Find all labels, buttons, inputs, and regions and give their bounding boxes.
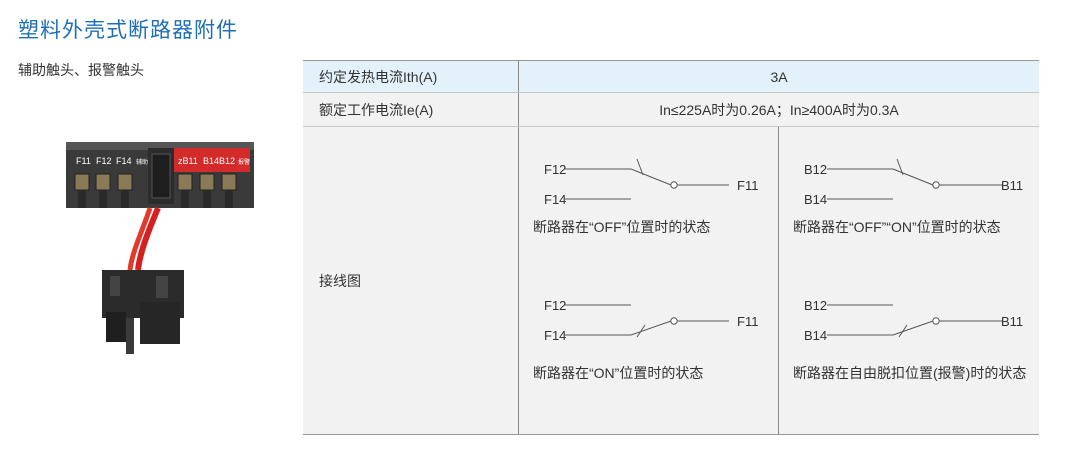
terminal-label: B14	[804, 192, 827, 207]
diagram-caption: 断路器在自由脱扣位置(报警)时的状态	[793, 365, 1027, 381]
terminal-label-aux: 辅助	[136, 158, 148, 166]
row-label: 接线图	[303, 126, 519, 435]
product-image: F11 F12 F14 辅助 zB11 B14 B12 报警	[66, 142, 254, 354]
diagram-caption: 断路器在“OFF”“ON”位置时的状态	[793, 219, 1001, 235]
table-row: 约定发热电流Ith(A) 3A	[303, 60, 1039, 93]
terminal-label: F12	[544, 298, 566, 313]
terminal-label-b12: B12	[219, 156, 235, 166]
alarm-diagram-trip: B12 B14 B11	[804, 298, 1023, 343]
row-value: 3A	[518, 60, 1039, 93]
terminal-label: B12	[804, 298, 827, 313]
terminal-label: F12	[544, 162, 566, 177]
terminal-label: B11	[1001, 178, 1023, 193]
terminal-label-b11: zB11	[178, 156, 198, 166]
diagram-caption: 断路器在“OFF”位置时的状态	[533, 219, 711, 235]
terminal-label-alarm: 报警	[238, 158, 250, 166]
row-label: 额定工作电流Ie(A)	[303, 92, 519, 127]
section-subtitle: 辅助触头、报警触头	[18, 62, 144, 78]
column-divider	[778, 127, 779, 434]
terminal-label-f14: F14	[116, 156, 132, 166]
diagram-caption: 断路器在“ON”位置时的状态	[533, 365, 704, 381]
terminal-label: F11	[737, 314, 758, 329]
terminal-label-f12: F12	[96, 156, 112, 166]
terminal-label: F14	[544, 192, 566, 207]
alarm-diagram-off-on: B12 B14 B11	[804, 158, 1023, 207]
terminal-label-b14: B14	[203, 156, 219, 166]
terminal-label: B14	[804, 328, 827, 343]
terminal-label: F11	[737, 178, 758, 193]
terminal-label: F14	[544, 328, 566, 343]
terminal-label-f11: F11	[76, 156, 91, 166]
terminal-label: B12	[804, 162, 827, 177]
switch-diagram-on: F12 F14 F11	[544, 298, 758, 343]
switch-diagram-off: F12 F14 F11	[544, 158, 758, 207]
spec-table: 约定发热电流Ith(A) 3A 额定工作电流Ie(A) In≤225A时为0.2…	[303, 60, 1039, 435]
page-title: 塑料外壳式断路器附件	[18, 19, 238, 42]
terminal-label: B11	[1001, 314, 1023, 329]
wiring-diagram-cell: F12 F14 F11 断路器在“OFF”位置时的状态 B12	[518, 126, 1039, 435]
row-value: In≤225A时为0.26A；In≥400A时为0.3A	[518, 92, 1039, 127]
row-label: 约定发热电流Ith(A)	[303, 60, 519, 93]
table-row: 额定工作电流Ie(A) In≤225A时为0.26A；In≥400A时为0.3A	[303, 92, 1039, 127]
table-row: 接线图 F12 F14 F11	[303, 126, 1039, 435]
red-label-strip	[174, 148, 250, 172]
